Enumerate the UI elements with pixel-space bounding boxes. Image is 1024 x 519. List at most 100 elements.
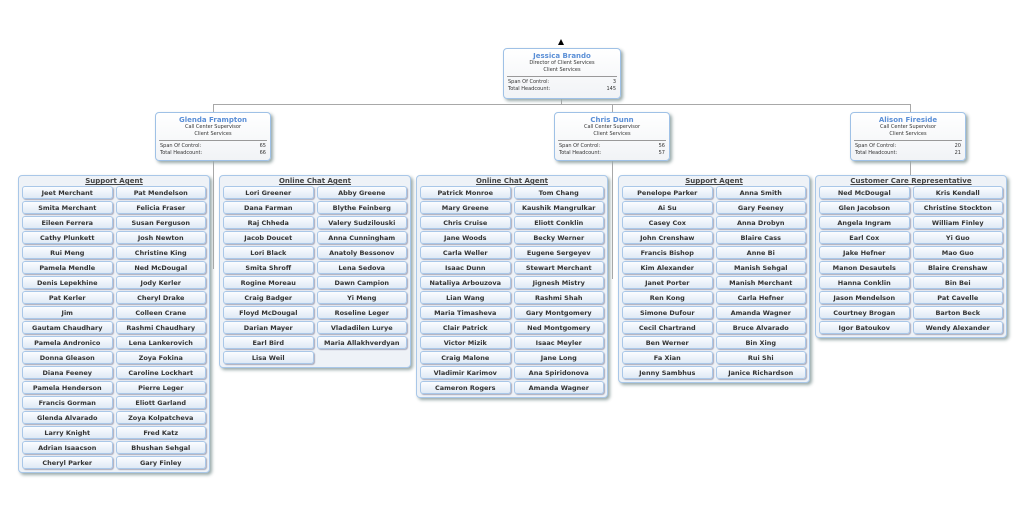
employee-card[interactable]: Eliott Garland xyxy=(115,396,206,409)
employee-card[interactable]: Tom Chang xyxy=(513,186,604,199)
employee-card[interactable]: Jane Woods xyxy=(420,231,511,244)
employee-card[interactable]: Jody Kerler xyxy=(115,276,206,289)
employee-card[interactable]: Christine Stockton xyxy=(912,201,1003,214)
employee-card[interactable]: Cameron Rogers xyxy=(420,381,511,394)
employee-card[interactable]: Simone Dufour xyxy=(622,306,713,319)
employee-card[interactable]: Amanda Wagner xyxy=(715,306,806,319)
employee-card[interactable]: Carla Hefner xyxy=(715,291,806,304)
employee-card[interactable]: Lori Black xyxy=(223,246,314,259)
employee-card[interactable]: Ren Kong xyxy=(622,291,713,304)
employee-card[interactable]: Jignesh Mistry xyxy=(513,276,604,289)
employee-card[interactable]: Yi Guo xyxy=(912,231,1003,244)
employee-card[interactable]: Floyd McDougal xyxy=(223,306,314,319)
employee-card[interactable]: Earl Bird xyxy=(223,336,314,349)
employee-card[interactable]: Lena Sedova xyxy=(316,261,407,274)
employee-card[interactable]: Roseline Leger xyxy=(316,306,407,319)
employee-card[interactable]: Fa Xian xyxy=(622,351,713,364)
employee-card[interactable]: Eugene Sergeyev xyxy=(513,246,604,259)
employee-card[interactable]: Anna Smith xyxy=(715,186,806,199)
employee-card[interactable]: Ned Montgomery xyxy=(513,321,604,334)
employee-card[interactable]: Smita Shroff xyxy=(223,261,314,274)
employee-card[interactable]: Pamela Henderson xyxy=(22,381,113,394)
employee-card[interactable]: Jenny Sambhus xyxy=(622,366,713,379)
employee-card[interactable]: Janice Richardson xyxy=(715,366,806,379)
employee-card[interactable]: Larry Knight xyxy=(22,426,113,439)
employee-card[interactable]: Kim Alexander xyxy=(622,261,713,274)
employee-card[interactable]: Chris Cruise xyxy=(420,216,511,229)
employee-card[interactable]: Glenda Alvarado xyxy=(22,411,113,424)
employee-card[interactable]: Dana Farman xyxy=(223,201,314,214)
employee-card[interactable]: Maria Allakhverdyan xyxy=(316,336,407,349)
employee-card[interactable]: Rogine Moreau xyxy=(223,276,314,289)
employee-card[interactable]: Valery Sudzilouski xyxy=(316,216,407,229)
employee-card[interactable]: Bin Bei xyxy=(912,276,1003,289)
employee-card[interactable]: Bhushan Sehgal xyxy=(115,441,206,454)
employee-card[interactable]: Christine King xyxy=(115,246,206,259)
employee-card[interactable]: Wendy Alexander xyxy=(912,321,1003,334)
employee-card[interactable]: Lisa Weil xyxy=(223,351,314,364)
employee-card[interactable]: Zoya Fokina xyxy=(115,351,206,364)
employee-card[interactable]: Fred Katz xyxy=(115,426,206,439)
employee-card[interactable]: Jane Long xyxy=(513,351,604,364)
employee-card[interactable]: Adrian Isaacson xyxy=(22,441,113,454)
employee-card[interactable]: Jeet Merchant xyxy=(22,186,113,199)
expand-up-arrow-icon[interactable] xyxy=(558,39,564,45)
employee-card[interactable]: Josh Newton xyxy=(115,231,206,244)
employee-card[interactable]: Blythe Feinberg xyxy=(316,201,407,214)
employee-card[interactable]: Stewart Merchant xyxy=(513,261,604,274)
employee-card[interactable]: Nataliya Arbouzova xyxy=(420,276,511,289)
employee-card[interactable]: Pierre Leger xyxy=(115,381,206,394)
employee-card[interactable]: Diana Feeney xyxy=(22,366,113,379)
employee-card[interactable]: Ned McDougal xyxy=(819,186,910,199)
employee-card[interactable]: Bin Xing xyxy=(715,336,806,349)
employee-card[interactable]: Pat Kerler xyxy=(22,291,113,304)
employee-card[interactable]: Rui Shi xyxy=(715,351,806,364)
employee-card[interactable]: Zoya Kolpatcheva xyxy=(115,411,206,424)
employee-card[interactable]: William Finley xyxy=(912,216,1003,229)
employee-card[interactable]: Lori Greener xyxy=(223,186,314,199)
employee-card[interactable]: Pat Mendelson xyxy=(115,186,206,199)
employee-card[interactable]: Kris Kendall xyxy=(912,186,1003,199)
employee-card[interactable]: Becky Werner xyxy=(513,231,604,244)
employee-card[interactable]: Earl Cox xyxy=(819,231,910,244)
employee-card[interactable]: Ai Su xyxy=(622,201,713,214)
employee-card[interactable]: Francis Gorman xyxy=(22,396,113,409)
employee-card[interactable]: Bruce Alvarado xyxy=(715,321,806,334)
employee-card[interactable]: Isaac Dunn xyxy=(420,261,511,274)
employee-card[interactable]: Cheryl Drake xyxy=(115,291,206,304)
employee-card[interactable]: Abby Greene xyxy=(316,186,407,199)
employee-card[interactable]: Mary Greene xyxy=(420,201,511,214)
employee-card[interactable]: Smita Merchant xyxy=(22,201,113,214)
employee-card[interactable]: Cecil Chartrand xyxy=(622,321,713,334)
group-title[interactable]: Customer Care Representative xyxy=(850,177,972,185)
employee-card[interactable]: Amanda Wagner xyxy=(513,381,604,394)
employee-card[interactable]: Anne Bi xyxy=(715,246,806,259)
employee-card[interactable]: Hanna Conklin xyxy=(819,276,910,289)
employee-card[interactable]: Jim xyxy=(22,306,113,319)
employee-card[interactable]: Casey Cox xyxy=(622,216,713,229)
employee-card[interactable]: Ana Spiridonova xyxy=(513,366,604,379)
employee-card[interactable]: Donna Gleason xyxy=(22,351,113,364)
employee-card[interactable]: Anna Drobyn xyxy=(715,216,806,229)
employee-card[interactable]: Clair Patrick xyxy=(420,321,511,334)
director-card[interactable]: Jessica Brando Director of Client Servic… xyxy=(503,48,621,99)
employee-card[interactable]: Jake Hefner xyxy=(819,246,910,259)
employee-card[interactable]: Susan Ferguson xyxy=(115,216,206,229)
employee-card[interactable]: Raj Chheda xyxy=(223,216,314,229)
employee-card[interactable]: Patrick Monroe xyxy=(420,186,511,199)
employee-card[interactable]: Gary Feeney xyxy=(715,201,806,214)
employee-card[interactable]: Lian Wang xyxy=(420,291,511,304)
employee-card[interactable]: Blaire Cass xyxy=(715,231,806,244)
group-title[interactable]: Support Agent xyxy=(85,177,143,185)
employee-card[interactable]: Dawn Campion xyxy=(316,276,407,289)
employee-card[interactable]: Isaac Meyler xyxy=(513,336,604,349)
employee-card[interactable]: Gautam Chaudhary xyxy=(22,321,113,334)
group-title[interactable]: Online Chat Agent xyxy=(278,177,352,185)
employee-card[interactable]: Denis Lepekhine xyxy=(22,276,113,289)
employee-card[interactable]: Jason Mendelson xyxy=(819,291,910,304)
employee-card[interactable]: Manish Sehgal xyxy=(715,261,806,274)
employee-card[interactable]: Yi Meng xyxy=(316,291,407,304)
employee-card[interactable]: Blaire Crenshaw xyxy=(912,261,1003,274)
